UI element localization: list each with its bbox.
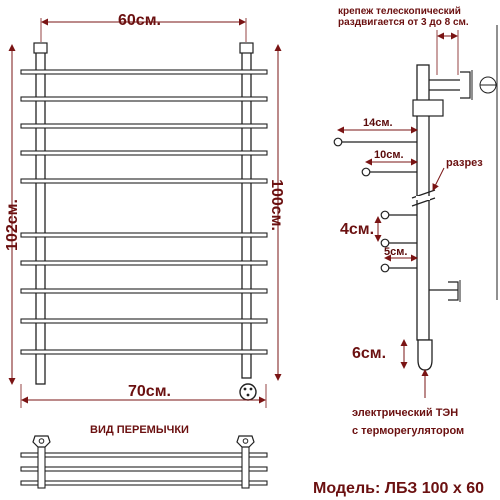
- dim-6-label: 6см.: [352, 345, 386, 362]
- dim-4-label: 4см.: [340, 221, 374, 238]
- width-bottom-label: 70см.: [128, 383, 171, 400]
- rung-end-icon: [380, 263, 390, 273]
- heater-label-line1: электрический ТЭН: [352, 407, 458, 419]
- height-left-label: 102см.: [4, 199, 21, 251]
- rung: [20, 260, 268, 266]
- top-bracket-right: [239, 42, 254, 54]
- rung-end-icon: [333, 137, 343, 147]
- top-bracket-left: [33, 42, 48, 54]
- front-view: 60см. 70см. 102см. 100см.: [4, 12, 285, 408]
- rung: [20, 288, 268, 294]
- dim-5-label: 5см.: [384, 246, 407, 258]
- bridge-joint-icon: [32, 435, 51, 448]
- dim-10-label: 10см.: [374, 149, 404, 161]
- rung: [20, 69, 268, 75]
- rung-end-icon: [380, 210, 390, 220]
- bridge-view-title: ВИД ПЕРЕМЫЧКИ: [90, 424, 189, 436]
- rung: [20, 178, 268, 184]
- rung-end-icon: [361, 167, 371, 177]
- mount-label-line1: крепеж телескопический: [338, 6, 461, 17]
- rung: [20, 96, 268, 102]
- mount-label-line2: раздвигается от 3 до 8 см.: [338, 17, 469, 28]
- heater-knob-icon: [239, 383, 257, 401]
- side-mount-plate: [412, 99, 444, 117]
- cut-label: разрез: [446, 157, 483, 169]
- heater-body: [417, 339, 433, 371]
- rung: [20, 123, 268, 129]
- model-label: Модель: ЛБЗ 100 х 60: [313, 480, 484, 497]
- rung-end-icon: [380, 238, 390, 248]
- wall-mount-icon: [429, 280, 461, 302]
- side-view: крепеж телескопический раздвигается от 3…: [333, 6, 498, 437]
- heater-label-line2: с терморегулятором: [352, 425, 464, 437]
- rung: [20, 318, 268, 324]
- rung: [20, 150, 268, 156]
- bridge-joint-icon: [236, 435, 255, 448]
- rungs: [20, 69, 268, 355]
- height-right-label: 100см.: [268, 179, 285, 231]
- dim-14-label: 14см.: [363, 117, 393, 129]
- width-top-label: 60см.: [118, 12, 161, 29]
- bridge-view: ВИД ПЕРЕМЫЧКИ: [20, 424, 268, 489]
- rung: [20, 349, 268, 355]
- rung: [20, 232, 268, 238]
- wall-mount-icon: [429, 70, 497, 100]
